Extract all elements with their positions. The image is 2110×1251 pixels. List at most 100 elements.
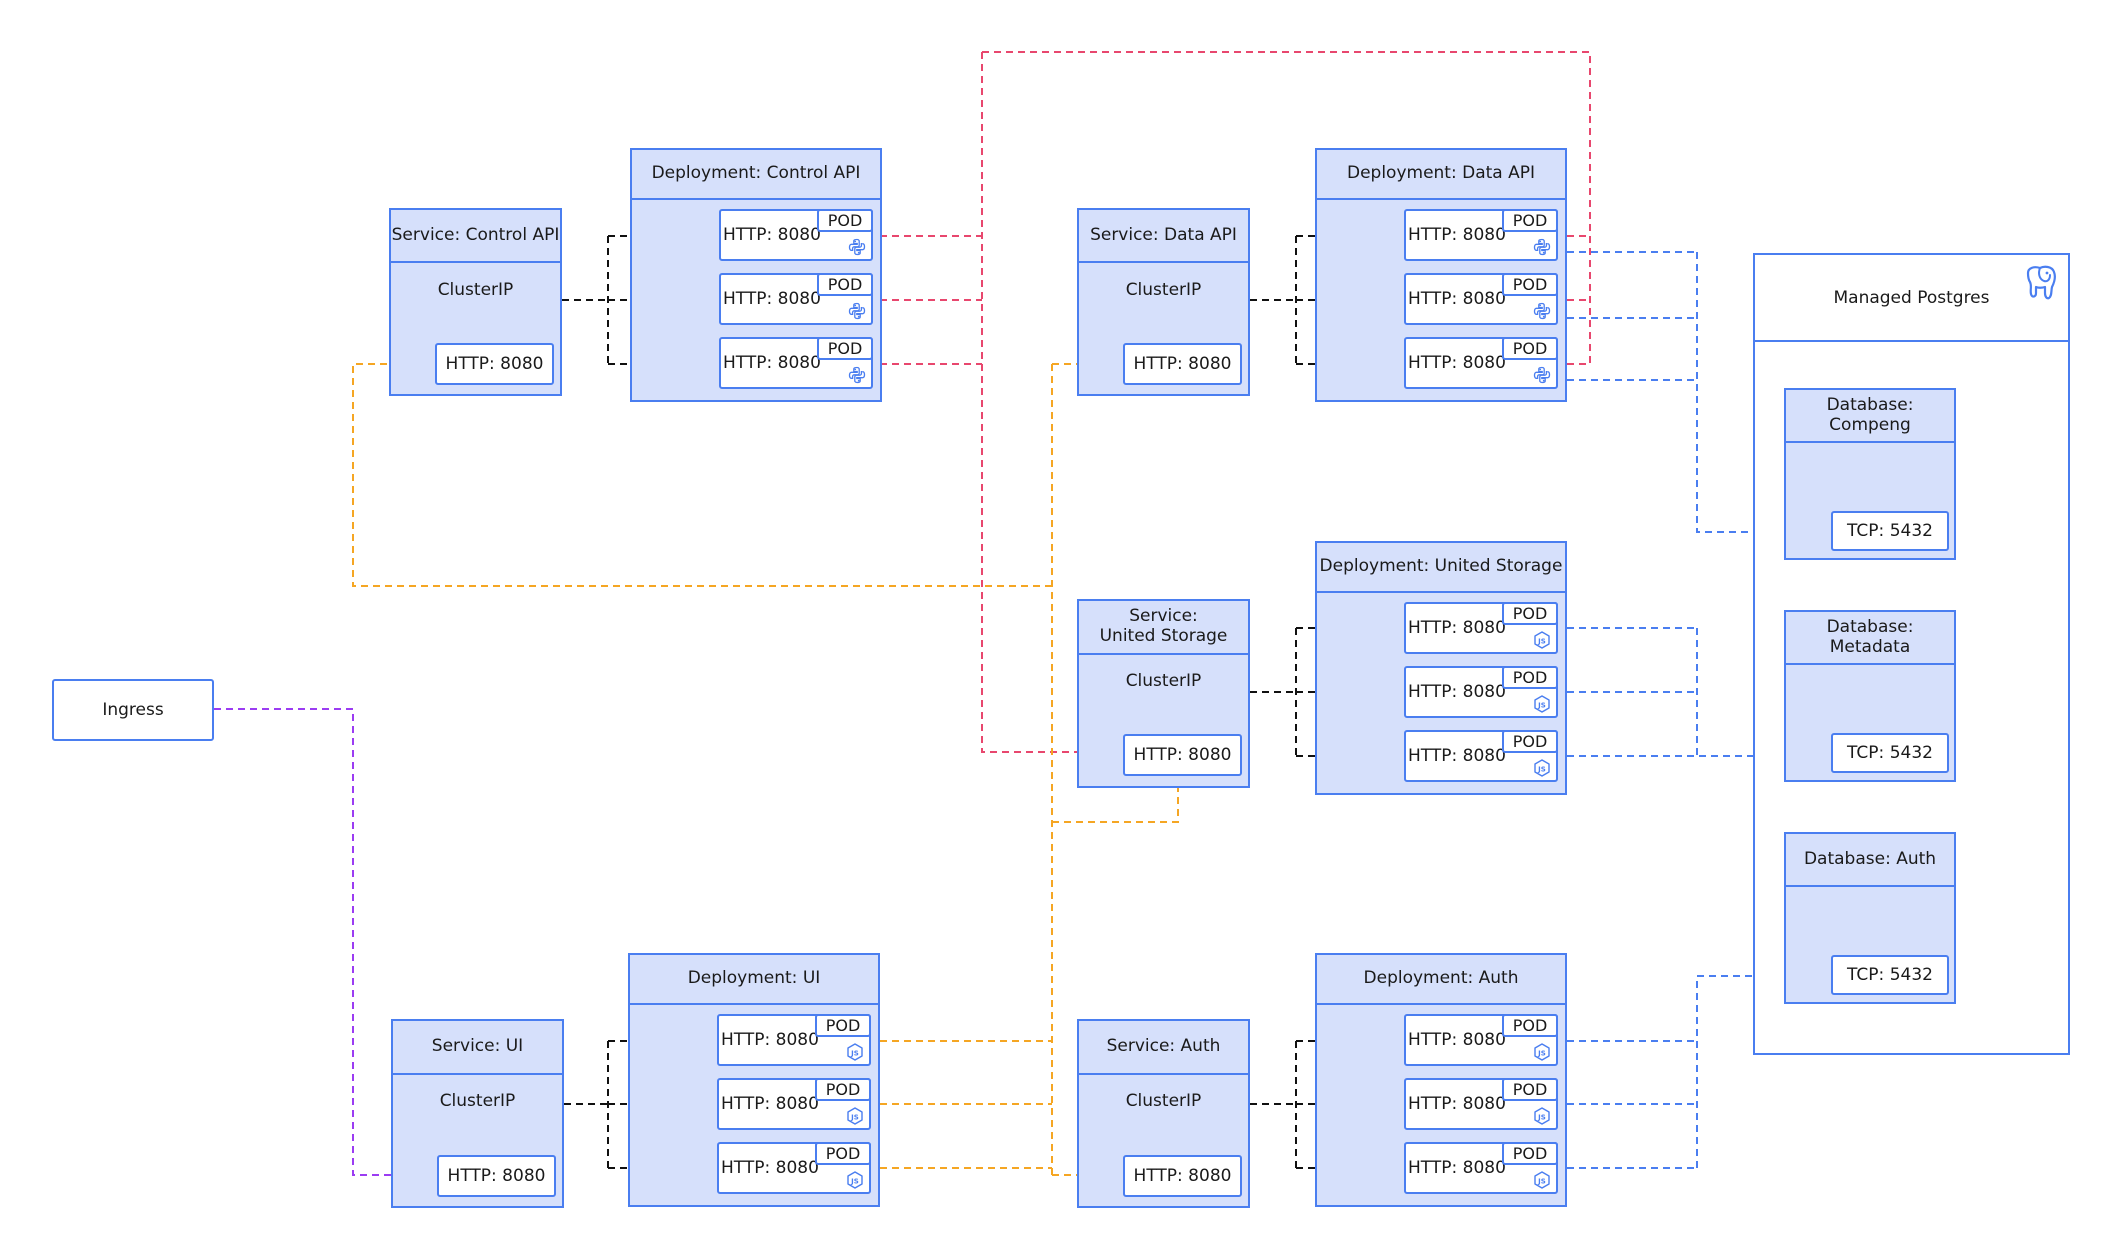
nodejs-icon: JS xyxy=(1534,1043,1550,1061)
nodejs-icon: JS xyxy=(1534,1171,1550,1189)
service-port[interactable]: HTTP: 8080 xyxy=(437,1155,556,1197)
pod-tag: POD xyxy=(1502,1142,1558,1165)
pod-port-label: HTTP: 8080 xyxy=(721,1030,819,1050)
service-auth[interactable]: Service: Auth ClusterIP HTTP: 8080 xyxy=(1077,1019,1250,1208)
database-title: Database: Metadata xyxy=(1786,612,1954,665)
svg-text:JS: JS xyxy=(850,1049,859,1057)
nodejs-icon: JS xyxy=(847,1107,863,1125)
pod-tag: POD xyxy=(1502,666,1558,689)
python-icon xyxy=(848,238,866,256)
service-title: Service: Control API xyxy=(391,210,560,263)
pod-tag: POD xyxy=(1502,602,1558,625)
ingress-node[interactable]: Ingress xyxy=(52,679,214,741)
pod-port-label: HTTP: 8080 xyxy=(1408,225,1506,245)
pod-tag: POD xyxy=(817,337,873,360)
pod-port-label: HTTP: 8080 xyxy=(1408,353,1506,373)
database-port[interactable]: TCP: 5432 xyxy=(1831,955,1949,995)
pod-tag: POD xyxy=(1502,209,1558,232)
service-type: ClusterIP xyxy=(437,280,514,300)
pod-port-label: HTTP: 8080 xyxy=(1408,746,1506,766)
service-title: Service: Data API xyxy=(1079,210,1248,263)
python-icon xyxy=(848,366,866,384)
nodejs-icon: JS xyxy=(1534,1107,1550,1125)
database-title: Database: Auth xyxy=(1786,834,1954,887)
service-control-api[interactable]: Service: Control API ClusterIP HTTP: 808… xyxy=(389,208,562,396)
pod-tag: POD xyxy=(815,1078,871,1101)
service-ui[interactable]: Service: UI ClusterIP HTTP: 8080 xyxy=(391,1019,564,1208)
service-united-storage[interactable]: Service: United Storage ClusterIP HTTP: … xyxy=(1077,599,1250,788)
service-port[interactable]: HTTP: 8080 xyxy=(1123,1155,1242,1197)
pod-tag: POD xyxy=(1502,273,1558,296)
pod-port-label: HTTP: 8080 xyxy=(1408,682,1506,702)
svg-text:JS: JS xyxy=(1537,637,1546,645)
pod-port-label: HTTP: 8080 xyxy=(723,353,821,373)
edges-auth-to-db-auth xyxy=(1555,971,1838,1169)
svg-text:JS: JS xyxy=(1537,1113,1546,1121)
pod-port-label: HTTP: 8080 xyxy=(1408,1030,1506,1050)
nodejs-icon: JS xyxy=(1534,695,1550,713)
ingress-label: Ingress xyxy=(102,700,164,720)
pod-tag: POD xyxy=(815,1142,871,1165)
python-icon xyxy=(848,302,866,320)
pod-tag: POD xyxy=(817,209,873,232)
pod-port-label: HTTP: 8080 xyxy=(723,225,821,245)
python-icon xyxy=(1533,302,1551,320)
postgres-title: Managed Postgres xyxy=(1755,255,2068,342)
pod-port-label: HTTP: 8080 xyxy=(1408,1158,1506,1178)
pod-port-label: HTTP: 8080 xyxy=(721,1158,819,1178)
service-type: ClusterIP xyxy=(1125,280,1202,300)
deployment-title: Deployment: UI xyxy=(630,955,878,1005)
postgres-elephant-icon xyxy=(2026,265,2056,300)
service-title: Service: United Storage xyxy=(1079,601,1248,655)
service-port[interactable]: HTTP: 8080 xyxy=(1123,343,1242,385)
svg-text:JS: JS xyxy=(850,1113,859,1121)
service-title: Service: UI xyxy=(393,1021,562,1075)
pod-port-label: HTTP: 8080 xyxy=(1408,618,1506,638)
svg-text:JS: JS xyxy=(1537,1049,1546,1057)
database-title: Database: Compeng xyxy=(1786,390,1954,443)
svg-text:JS: JS xyxy=(1537,1177,1546,1185)
edge-ingress-to-ui xyxy=(214,708,436,1180)
deployment-title: Deployment: Control API xyxy=(632,150,880,200)
service-port[interactable]: HTTP: 8080 xyxy=(1123,734,1242,776)
svg-text:JS: JS xyxy=(1537,765,1546,773)
database-port[interactable]: TCP: 5432 xyxy=(1831,511,1949,551)
pod-port-label: HTTP: 8080 xyxy=(1408,1094,1506,1114)
service-type: ClusterIP xyxy=(439,1091,516,1111)
service-type: ClusterIP xyxy=(1125,671,1202,691)
database-port[interactable]: TCP: 5432 xyxy=(1831,733,1949,773)
svg-text:JS: JS xyxy=(850,1177,859,1185)
svg-text:JS: JS xyxy=(1537,701,1546,709)
pod-tag: POD xyxy=(1502,730,1558,753)
service-port[interactable]: HTTP: 8080 xyxy=(435,343,554,385)
nodejs-icon: JS xyxy=(847,1043,863,1061)
pod-tag: POD xyxy=(815,1014,871,1037)
service-data-api[interactable]: Service: Data API ClusterIP HTTP: 8080 xyxy=(1077,208,1250,396)
pod-tag: POD xyxy=(817,273,873,296)
nodejs-icon: JS xyxy=(847,1171,863,1189)
